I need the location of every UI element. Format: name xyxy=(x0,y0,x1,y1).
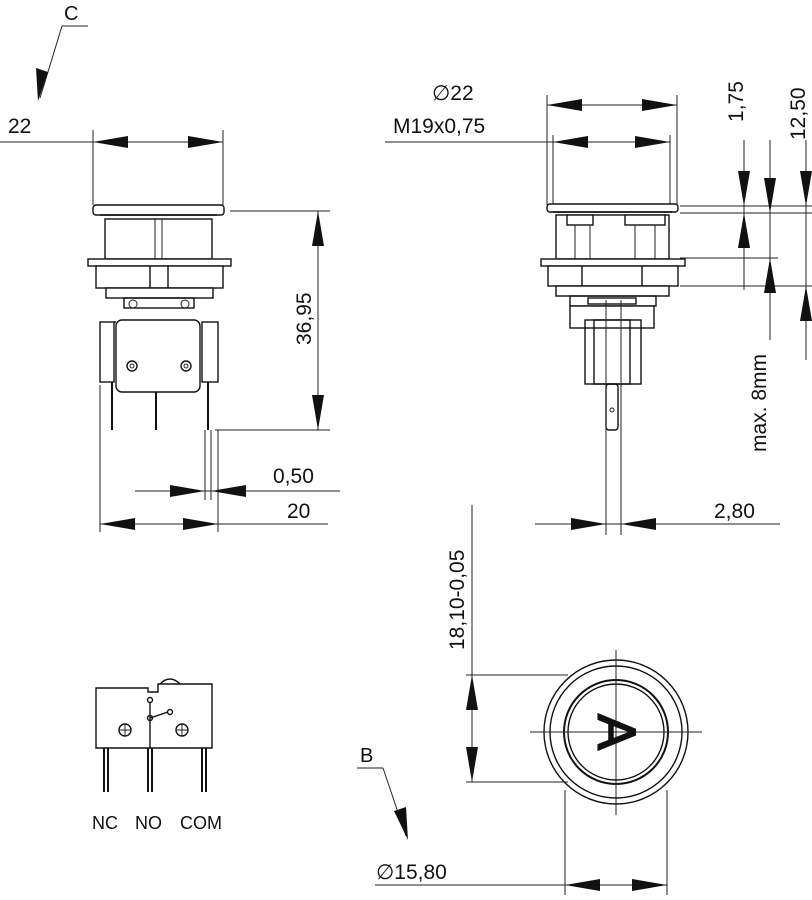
view-b-label: B xyxy=(360,745,373,767)
cap-letter: A xyxy=(586,714,646,750)
dia-15-80-label: ∅15,80 xyxy=(376,861,447,884)
dim-2-80-label: 2,80 xyxy=(714,500,755,523)
pin-com-label: COM xyxy=(180,813,222,833)
right-side-view: ∅22 M19x0,75 xyxy=(385,81,812,535)
left-side-view: 22 36,95 xyxy=(0,115,340,532)
dia-22-label: ∅22 xyxy=(432,82,474,105)
max-8mm-label: max. 8mm xyxy=(748,354,771,452)
height-36-95-label: 36,95 xyxy=(293,292,316,345)
dim-20-label: 20 xyxy=(287,500,310,523)
view-c-arrow-icon xyxy=(36,68,48,101)
view-c-marker: C xyxy=(36,3,88,101)
dim-12-50-label: 12,50 xyxy=(787,87,810,140)
pin-no-label: NO xyxy=(135,813,162,833)
dim-0-50-label: 0,50 xyxy=(273,465,314,488)
dim-18-10-label: 18,10-0,05 xyxy=(446,550,469,650)
pin-nc-label: NC xyxy=(92,813,118,833)
thread-label: M19x0,75 xyxy=(393,115,485,138)
dim-1-75-label: 1,75 xyxy=(725,81,748,122)
front-view: A 18,10-0,05 ∅15,80 B xyxy=(357,505,702,895)
view-b-arrow-icon xyxy=(394,807,408,840)
switch-schematic: NC NO COM xyxy=(92,678,222,833)
width-22-label: 22 xyxy=(8,115,31,138)
view-c-label: C xyxy=(64,3,78,25)
